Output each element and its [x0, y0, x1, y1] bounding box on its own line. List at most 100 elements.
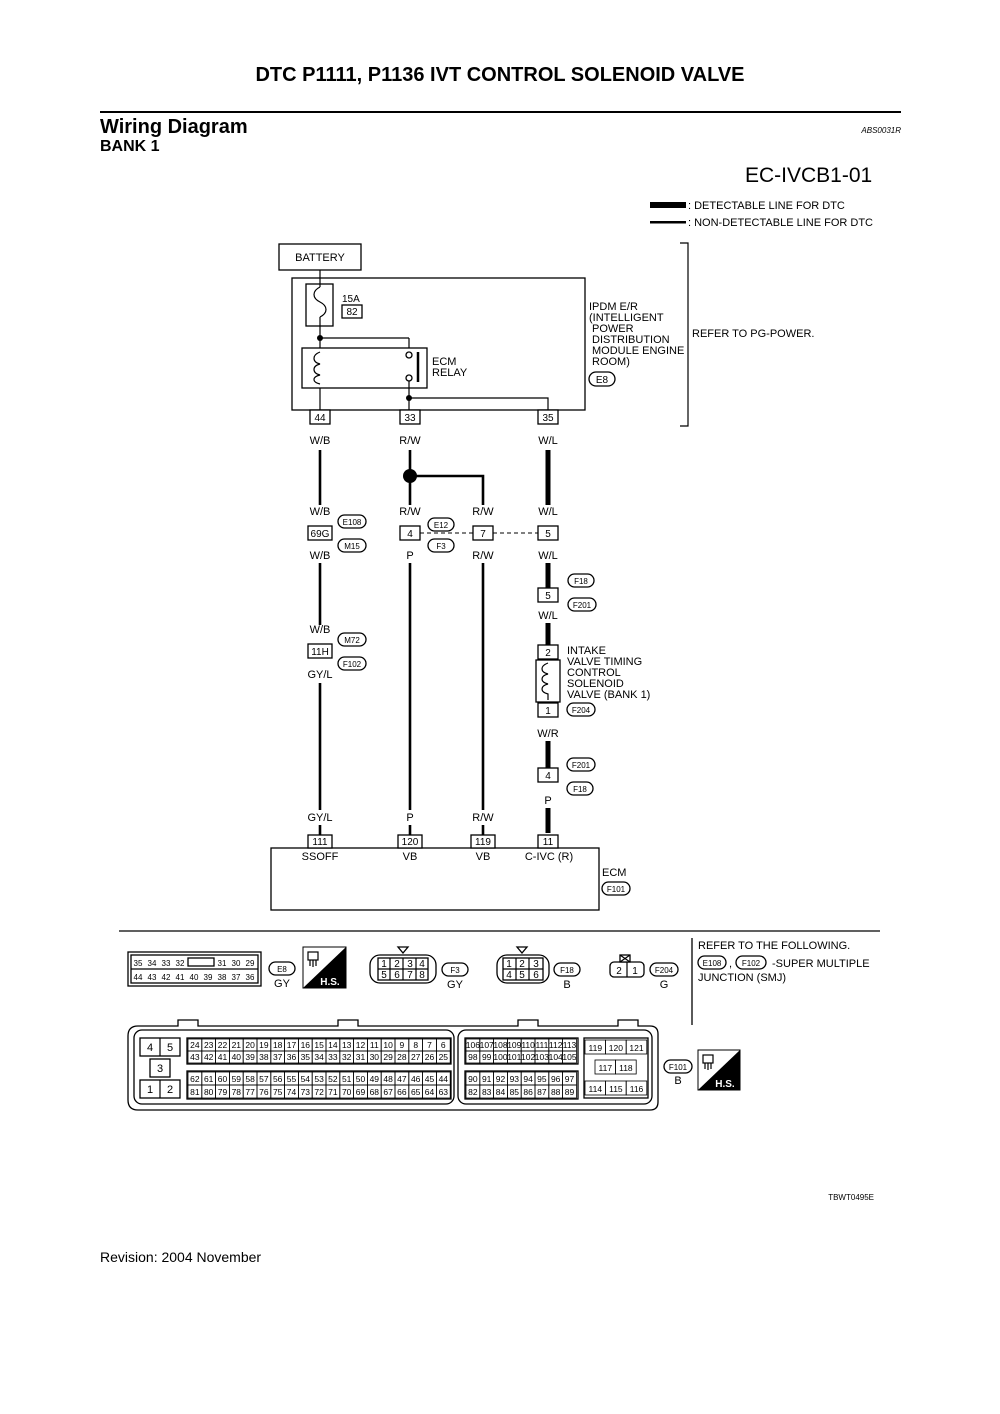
svg-text:11: 11 — [543, 837, 554, 848]
pin-number: 86 — [523, 1087, 533, 1097]
pin-number: 87 — [537, 1087, 547, 1097]
refer-following: REFER TO THE FOLLOWING. — [698, 940, 850, 952]
svg-text:-SUPER MULTIPLE: -SUPER MULTIPLE — [772, 958, 870, 970]
pin-number: 100 — [493, 1052, 507, 1062]
pin-number: 72 — [314, 1087, 324, 1097]
svg-text:W/B: W/B — [310, 550, 331, 562]
pin-number: 51 — [342, 1074, 352, 1084]
svg-text:F102: F102 — [742, 959, 761, 968]
svg-text:5: 5 — [381, 970, 387, 981]
pin-number: 22 — [218, 1040, 228, 1050]
pin-number: 67 — [383, 1087, 393, 1097]
harness-side-icon: H.S. — [302, 946, 347, 989]
svg-text:33: 33 — [404, 413, 416, 424]
pin-number: 13 — [342, 1040, 352, 1050]
section-title: Wiring Diagram — [100, 116, 248, 138]
svg-text:W/L: W/L — [538, 550, 558, 562]
svg-text:3: 3 — [407, 959, 413, 970]
non-detectable-line-sample — [650, 221, 686, 224]
pin-number: 98 — [468, 1052, 478, 1062]
svg-text:G: G — [660, 979, 669, 991]
pin-cell — [615, 1059, 637, 1075]
pin-number: 82 — [468, 1087, 478, 1097]
pin-number: 35 — [301, 1052, 311, 1062]
svg-text:F204: F204 — [572, 706, 591, 715]
pin-number: 26 — [425, 1052, 435, 1062]
svg-text:E108: E108 — [703, 959, 722, 968]
svg-text:1: 1 — [545, 706, 551, 717]
pin-number: 107 — [480, 1040, 494, 1050]
pin-number: 31 — [356, 1052, 366, 1062]
svg-text:31: 31 — [218, 959, 227, 968]
svg-text:1: 1 — [381, 959, 387, 970]
svg-text:34: 34 — [148, 959, 157, 968]
svg-text:33: 33 — [162, 959, 171, 968]
pin-number: 46 — [411, 1074, 421, 1084]
svg-text:40: 40 — [190, 973, 199, 982]
pin-number: 47 — [397, 1074, 407, 1084]
pin-number: 85 — [510, 1087, 520, 1097]
svg-text:W/R: W/R — [537, 728, 558, 740]
relay-label-1: ECM — [432, 356, 456, 368]
svg-text:2: 2 — [519, 959, 525, 970]
svg-text:111: 111 — [312, 837, 328, 848]
svg-text:119: 119 — [475, 837, 491, 848]
solenoid-coil-icon — [535, 659, 561, 703]
svg-text:F102: F102 — [343, 660, 362, 669]
pin-cell — [435, 1084, 451, 1099]
pin-number: 105 — [562, 1052, 576, 1062]
pin-number: 45 — [425, 1074, 435, 1084]
svg-text:M72: M72 — [344, 636, 360, 645]
pin-number: 80 — [204, 1087, 214, 1097]
pin-number: 57 — [259, 1074, 269, 1084]
svg-text:IPDM E/R: IPDM E/R — [589, 301, 638, 313]
pin-number: 69 — [356, 1087, 366, 1097]
svg-text:4: 4 — [419, 959, 425, 970]
svg-text:VALVE (BANK 1): VALVE (BANK 1) — [567, 689, 650, 701]
pin-number: 104 — [549, 1052, 563, 1062]
svg-text:35: 35 — [542, 413, 554, 424]
pin-number: 74 — [287, 1087, 297, 1097]
pin-number: 113 — [563, 1040, 577, 1050]
pin-number: 52 — [328, 1074, 338, 1084]
pin-number: 18 — [273, 1040, 283, 1050]
pin-number: 25 — [439, 1052, 449, 1062]
ipdm-pins: 44 33 35 — [309, 409, 559, 425]
pin-number: 119 — [589, 1043, 603, 1053]
ecm-label: ECM — [602, 867, 626, 879]
svg-text:4: 4 — [147, 1042, 153, 1054]
pin-number: 7 — [427, 1040, 432, 1050]
bank-title: BANK 1 — [100, 138, 160, 155]
pin-number: 102 — [521, 1052, 535, 1062]
solenoid-label: INTAKE VALVE TIMING CONTROL SOLENOID VAL… — [567, 645, 650, 701]
svg-text:37: 37 — [232, 973, 241, 982]
svg-text:39: 39 — [204, 973, 213, 982]
svg-text:5: 5 — [519, 970, 525, 981]
svg-text:38: 38 — [218, 973, 227, 982]
svg-text:W/L: W/L — [538, 610, 558, 622]
svg-text:2: 2 — [167, 1084, 173, 1096]
pin-number: 21 — [232, 1040, 242, 1050]
pin-number: 63 — [439, 1087, 449, 1097]
pin-number: 118 — [619, 1063, 633, 1073]
pin-number: 50 — [356, 1074, 366, 1084]
svg-text:43: 43 — [148, 973, 157, 982]
pin-number: 89 — [565, 1087, 575, 1097]
header-rule — [100, 111, 901, 113]
svg-text:R/W: R/W — [472, 506, 494, 518]
svg-text:4: 4 — [506, 970, 512, 981]
svg-text:INTAKE: INTAKE — [567, 645, 606, 657]
pin-number: 8 — [413, 1040, 418, 1050]
pin-cell — [562, 1084, 577, 1099]
pin-69g: 69G — [311, 529, 330, 540]
pin-number: 111 — [535, 1040, 548, 1050]
pin-number: 36 — [287, 1052, 297, 1062]
svg-text:8: 8 — [419, 970, 425, 981]
page-title: DTC P1111, P1136 IVT CONTROL SOLENOID VA… — [255, 64, 745, 86]
refer-pg-power: REFER TO PG-POWER. — [692, 328, 814, 340]
svg-text:W/L: W/L — [538, 506, 558, 518]
svg-text:36: 36 — [246, 973, 255, 982]
svg-text:,: , — [729, 958, 732, 970]
svg-text:5: 5 — [545, 591, 551, 602]
